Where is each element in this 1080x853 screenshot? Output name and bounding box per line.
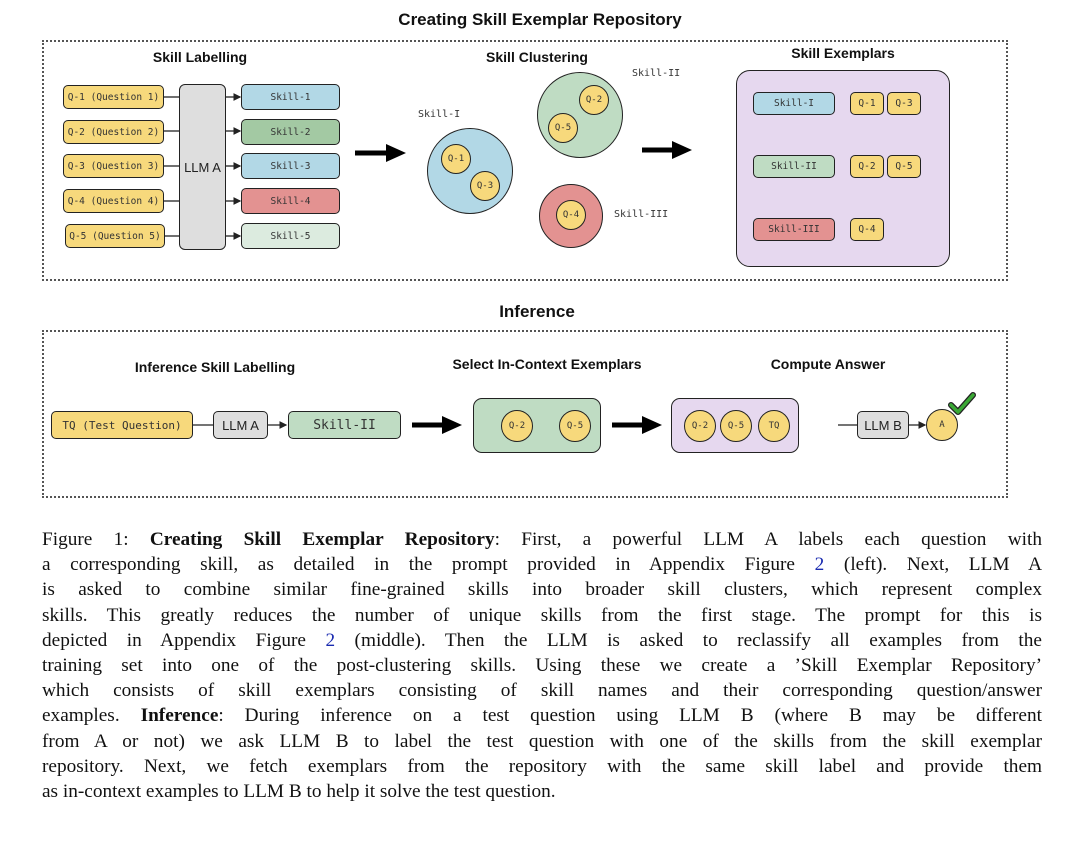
question-circle: Q-5 [548, 113, 578, 143]
skill-box: Skill-5 [241, 223, 340, 249]
figure-caption: Figure 1: Creating Skill Exemplar Reposi… [42, 527, 1042, 804]
question-box: Q-4 (Question 4) [63, 189, 164, 213]
skill-clustering-title: Skill Clustering [486, 49, 588, 65]
repository-section-title: Creating Skill Exemplar Repository [398, 10, 682, 29]
caption-line: repository. Next, we fetch exemplars fro… [42, 755, 1042, 777]
question-circle: Q-5 [720, 410, 752, 442]
cluster-label: Skill-II [632, 68, 681, 79]
caption-line: training set into one of the post-cluste… [42, 655, 1042, 677]
caption-line: as in-context examples to LLM B to help … [42, 781, 556, 803]
caption-text: (left). Next, LLM A [824, 554, 1042, 576]
exemplar-question-box: Q-4 [850, 218, 884, 241]
llm-a-model-box: LLM A [213, 411, 268, 439]
question-box: Q-1 (Question 1) [63, 85, 164, 109]
exemplar-skill-box: Skill-III [753, 218, 835, 241]
cluster-label: Skill-I [418, 109, 461, 120]
caption-line: from A or not) we ask LLM B to label the… [42, 730, 1042, 752]
caption-text: depicted in Appendix Figure [42, 629, 326, 651]
caption-text: (middle). Then the LLM is asked to recla… [335, 629, 1042, 651]
caption-line: depicted in Appendix Figure 2 (middle). … [42, 628, 1042, 653]
caption-line: which consists of skill exemplars consis… [42, 680, 1042, 702]
caption-text: : During inference on a test question us… [218, 705, 1042, 727]
cluster-circle [537, 72, 623, 158]
skill-exemplars-title: Skill Exemplars [791, 45, 895, 61]
exemplar-question-box: Q-3 [887, 92, 921, 115]
exemplar-question-box: Q-5 [887, 155, 921, 178]
llm-b-model-box: LLM B [857, 411, 909, 439]
select-exemplars-title: Select In-Context Exemplars [452, 356, 642, 372]
caption-figure-label: Figure 1: [42, 529, 150, 550]
caption-bold-term: Inference [140, 705, 219, 727]
question-circle: Q-2 [579, 85, 609, 115]
inference-labelling-title: Inference Skill Labelling [134, 359, 296, 375]
exemplar-skill-box: Skill-I [753, 92, 835, 115]
question-circle: Q-2 [501, 410, 533, 442]
question-circle: Q-1 [441, 144, 471, 174]
exemplar-skill-box: Skill-II [753, 155, 835, 178]
llm-a-model-box: LLM A [179, 84, 226, 250]
question-box: Q-3 (Question 3) [63, 154, 164, 178]
question-box: Q-5 (Question 5) [65, 224, 165, 248]
exemplar-question-box: Q-2 [850, 155, 884, 178]
skill-box: Skill-2 [241, 119, 340, 145]
caption-line: is asked to combine similar fine-grained… [42, 579, 1042, 601]
repository-section-frame [42, 40, 1008, 281]
question-box: Q-2 (Question 2) [63, 120, 164, 144]
cluster-circle [427, 128, 513, 214]
cluster-label: Skill-III [614, 209, 669, 220]
caption-line: a corresponding skill, as detailed in th… [42, 552, 1042, 577]
exemplar-question-box: Q-1 [850, 92, 884, 115]
question-circle: Q-2 [684, 410, 716, 442]
question-circle: Q-5 [559, 410, 591, 442]
caption-bold-term: Creating Skill Exemplar Repository [149, 529, 495, 550]
figure-reference-link[interactable]: 2 [814, 554, 825, 576]
caption-line: examples. Inference: During inference on… [42, 703, 1042, 728]
test-question-circle: TQ [758, 410, 790, 442]
figure-reference-link[interactable]: 2 [325, 629, 336, 651]
caption-text: : First, a powerful LLM A labels each qu… [494, 529, 1042, 550]
skill-box: Skill-3 [241, 153, 340, 179]
question-circle: Q-4 [556, 200, 586, 230]
caption-text: examples. [42, 705, 141, 727]
question-circle: Q-3 [470, 171, 500, 201]
skill-labelling-title: Skill Labelling [152, 49, 248, 65]
caption-line: skills. This greatly reduces the number … [42, 604, 1042, 626]
test-question-box: TQ (Test Question) [51, 411, 193, 439]
caption-line: Figure 1: Creating Skill Exemplar Reposi… [42, 527, 1042, 552]
inference-section-frame [42, 330, 1008, 498]
skill-box: Skill-4 [241, 188, 340, 214]
compute-answer-title: Compute Answer [770, 356, 886, 372]
caption-text: a corresponding skill, as detailed in th… [42, 554, 815, 576]
inferred-skill-box: Skill-II [288, 411, 401, 439]
skill-box: Skill-1 [241, 84, 340, 110]
answer-circle: A [926, 409, 958, 441]
inference-section-title: Inference [499, 302, 575, 321]
